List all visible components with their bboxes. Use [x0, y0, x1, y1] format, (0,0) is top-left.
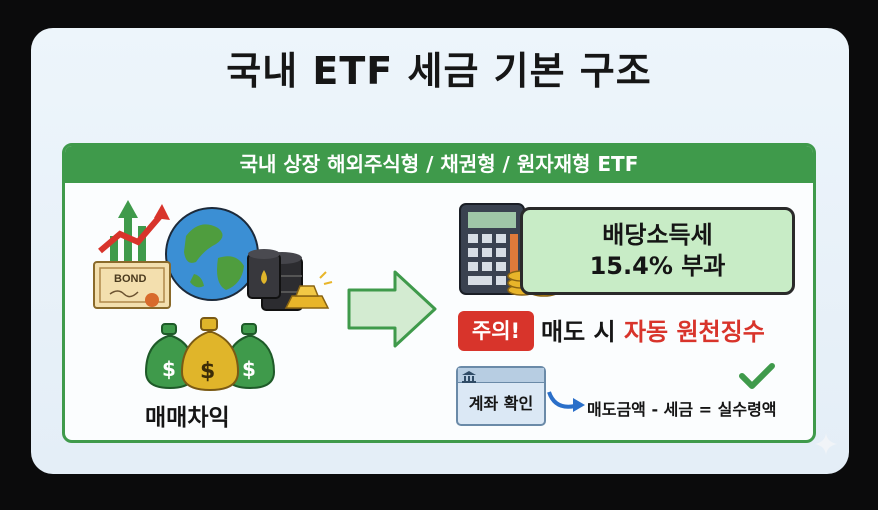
globe-icon	[165, 207, 259, 301]
svg-text:$: $	[242, 357, 256, 381]
warning-text-red: 자동 원천징수	[623, 318, 765, 346]
dividend-tax-line2: 15.4% 부과	[589, 252, 726, 280]
account-check-label: 계좌 확인	[468, 394, 534, 413]
checkmark-icon	[739, 363, 775, 389]
warning-text-black: 매도 시	[541, 318, 624, 346]
page-title: 국내 ETF 세금 기본 구조	[226, 49, 652, 93]
svg-text:$: $	[200, 359, 215, 384]
oil-barrel-icon	[247, 249, 303, 311]
warning-badge: 주의!	[458, 311, 534, 351]
dividend-tax-box: 배당소득세 15.4% 부과	[520, 207, 795, 295]
sparkle-icon	[815, 433, 837, 455]
bond-label: BOND	[114, 273, 146, 285]
account-card: 계좌 확인	[456, 366, 546, 426]
trading-gain-label: 매매차익	[145, 405, 230, 431]
gold-bars-icon	[284, 271, 333, 309]
account-card-bar	[458, 368, 544, 383]
svg-text:$: $	[162, 357, 176, 381]
growth-chart-icon	[98, 200, 170, 266]
net-amount-formula: 매도금액 - 세금 = 실수령액	[587, 400, 777, 419]
panel-header: 국내 상장 해외주식형 / 채권형 / 원자재형 ETF	[65, 146, 813, 183]
warning-text: 매도 시 자동 원천징수	[541, 312, 765, 347]
dividend-tax-line1: 배당소득세	[602, 221, 713, 249]
bond-certificate-icon	[93, 261, 171, 309]
bank-icon	[462, 371, 476, 383]
investment-illustration: BOND $ $ $	[93, 200, 333, 392]
money-bags-icon: $ $ $	[144, 317, 276, 392]
curved-arrow-icon	[547, 391, 585, 412]
arrow-right-icon	[347, 270, 437, 348]
